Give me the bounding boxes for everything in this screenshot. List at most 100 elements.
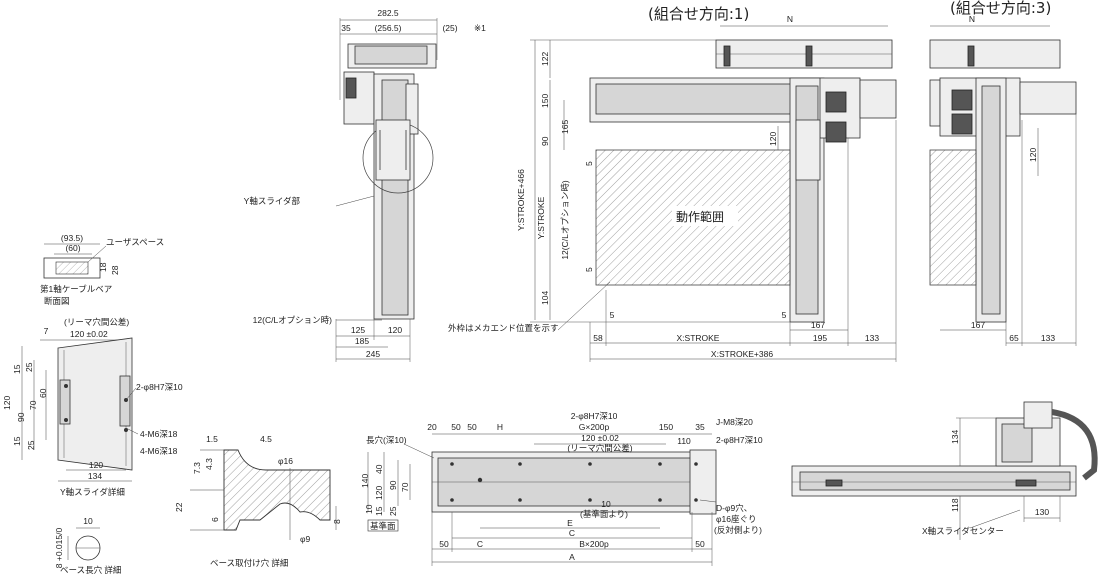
base-dim-25: 25 — [388, 506, 398, 516]
base-counterbore-1: D-φ9穴、 — [716, 503, 752, 513]
reamer-tolerance-label: (リーマ穴間公差) — [64, 317, 129, 327]
dim-65: 65 — [1009, 333, 1019, 343]
base-dim-a: A — [569, 552, 575, 562]
dim-185: 185 — [355, 336, 369, 346]
dim-282-5: 282.5 — [377, 8, 399, 18]
dim-245: 245 — [366, 349, 380, 359]
base-dim-35: 35 — [695, 422, 705, 432]
base-j-m8: J-M8深20 — [716, 417, 753, 427]
dim-8-tol: 8 +0.015/0 — [54, 528, 64, 569]
base-dim-10-v: 10 — [364, 504, 374, 514]
base-dim-120-tol: 120 ±0.02 — [581, 433, 619, 443]
dim-15-b: 15 — [12, 436, 22, 446]
dim-133-view3: 133 — [1041, 333, 1055, 343]
cable-title-1: 第1軸ケーブルベア — [40, 284, 112, 294]
front-view-title: X軸スライダセンター — [922, 526, 1004, 536]
motion-range-label: 動作範囲 — [676, 209, 724, 224]
base-dim-50-d: 50 — [695, 539, 705, 549]
dim-167: 167 — [811, 320, 825, 330]
front-dim-130: 130 — [1035, 507, 1049, 517]
base-from-datum: (基準面より) — [580, 509, 628, 519]
base-pin-right: 2-φ8H7深10 — [716, 435, 763, 445]
dim-104: 104 — [540, 291, 550, 305]
base-counterbore-3: (反対側より) — [714, 525, 762, 535]
dim-70: 70 — [28, 400, 38, 410]
dim-120-main: 120 — [768, 132, 778, 146]
base-dim-90: 90 — [388, 480, 398, 490]
dim-x-stroke: X:STROKE — [677, 333, 720, 343]
slider-detail-title: Y軸スライダ詳細 — [60, 487, 125, 497]
dim-n-view3: N — [969, 14, 975, 24]
base-dim-150: 150 — [659, 422, 673, 432]
base-dim-50-b: 50 — [467, 422, 477, 432]
front-dim-118: 118 — [950, 498, 960, 512]
dim-195: 195 — [813, 333, 827, 343]
base-dim-70: 70 — [400, 482, 410, 492]
base-dim-h: H — [497, 422, 503, 432]
dim-120-tol: 120 ±0.02 — [70, 329, 108, 339]
base-dim-f: E — [567, 518, 573, 528]
dim-28: 28 — [110, 265, 120, 275]
dim-5-a: 5 — [584, 161, 594, 166]
dim-5-b: 5 — [584, 267, 594, 272]
note-1: ※1 — [474, 23, 486, 33]
dim-133: 133 — [865, 333, 879, 343]
dim-60: 60 — [38, 388, 48, 398]
dim-120-v: 120 — [2, 396, 12, 410]
dim-35: 35 — [341, 23, 351, 33]
dim-4-3: 4.3 — [204, 458, 214, 470]
dim-10: 10 — [83, 516, 93, 526]
hole-m6-label-1: 4-M6深18 — [140, 429, 178, 439]
dim-25-b: 25 — [26, 440, 36, 450]
base-dim-140: 140 — [360, 474, 370, 488]
dim-6: 6 — [210, 517, 220, 522]
dim-93-5: (93.5) — [61, 233, 83, 243]
dim-25: (25) — [442, 23, 457, 33]
base-reamer-tol: (リーマ穴間公差) — [567, 443, 632, 453]
combination-3-header: (組合せ方向:3) — [950, 0, 1052, 17]
dim-5-d: 5 — [782, 310, 787, 320]
dim-120-h: 120 — [89, 460, 103, 470]
base-dim-20: 20 — [427, 422, 437, 432]
base-dim-120: 120 — [374, 486, 384, 500]
dim-5-c: 5 — [610, 310, 615, 320]
view-3: N 120 167 65 133 — [929, 14, 1077, 346]
slot-detail-title: ベース長穴 詳細 — [60, 565, 121, 575]
dim-90: 90 — [540, 136, 550, 146]
dim-4-5: 4.5 — [260, 434, 272, 444]
base-dim-15: 15 — [374, 506, 384, 516]
slot-detail: 10 8 +0.015/0 ベース長穴 詳細 — [54, 516, 121, 575]
base-dim-c: C — [477, 539, 483, 549]
base-mount-title: ベース取付け穴 詳細 — [210, 558, 288, 568]
cable-title-2: 断面図 — [44, 296, 70, 306]
dim-7: 7 — [44, 326, 49, 336]
combination-1-header: (組合せ方向:1) — [648, 5, 750, 23]
dim-58: 58 — [593, 333, 603, 343]
base-dim-40: 40 — [374, 464, 384, 474]
dim-cl-option-main: 12(C/Lオプション時) — [560, 180, 570, 260]
dim-60: (60) — [65, 243, 80, 253]
base-counterbore-2: φ16座ぐり — [716, 514, 756, 524]
dim-165: 165 — [560, 120, 570, 134]
base-dim-110: 110 — [677, 436, 691, 446]
dim-18: 18 — [98, 262, 108, 272]
hole-m6-label-2: 4-M6深18 — [140, 446, 178, 456]
cable-section: (93.5) (60) 18 28 ユーザスペース 第1軸ケーブルベア 断面図 — [40, 233, 164, 306]
base-slot-label: 長穴(深10) — [366, 435, 407, 445]
dim-y-stroke-466: Y:STROKE+466 — [516, 169, 526, 231]
dim-1-5: 1.5 — [206, 434, 218, 444]
dim-x-stroke-386: X:STROKE+386 — [711, 349, 773, 359]
dim-y-stroke: Y:STROKE — [536, 196, 546, 239]
dim-n-main: N — [787, 14, 793, 24]
dim-167-view3: 167 — [971, 320, 985, 330]
dim-phi9: φ9 — [300, 534, 311, 544]
dim-7-3: 7.3 — [192, 462, 202, 474]
dim-90: 90 — [16, 412, 26, 422]
base-datum-label: 基準面 — [370, 521, 396, 531]
dim-134: 134 — [88, 471, 102, 481]
dim-120-view3: 120 — [1028, 148, 1038, 162]
callout-y-slider: Y軸スライダ部 — [244, 196, 301, 206]
base-mount-detail: 1.5 4.5 7.3 4.3 φ16 22 6 8 φ9 ベース取付け穴 詳細 — [174, 434, 342, 568]
dim-22: 22 — [174, 502, 184, 512]
